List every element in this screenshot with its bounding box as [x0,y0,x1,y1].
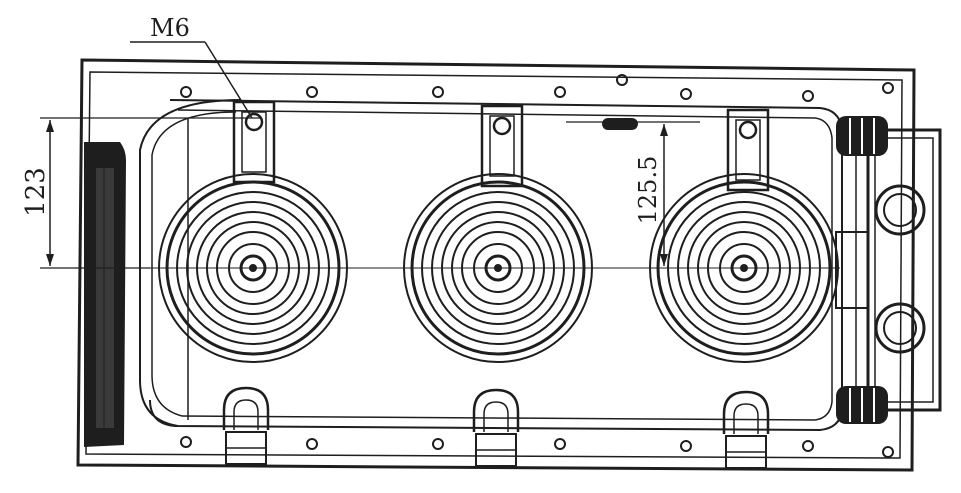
connector-post-2 [480,104,524,188]
slot-mark [602,118,638,130]
dimension-125-5: 125.5 [566,121,700,266]
bottom-lug-1 [222,386,270,465]
housing-outline [76,58,916,472]
leader-m6: M6 [130,14,253,119]
connector-post-3 [726,108,770,192]
dimension-123-label: 123 [21,167,51,217]
coil-top [836,116,888,156]
coil-bottom [836,386,888,424]
thread-label-m6: M6 [150,14,190,42]
dimension-125-5-label: 125.5 [634,156,662,225]
bottom-lug-3 [722,390,770,469]
right-terminal-block [835,116,942,424]
dimension-123: 123 [21,117,260,269]
left-terminal-strip [84,142,126,447]
mounting-holes [180,74,894,458]
bottom-lug-2 [472,388,520,467]
connector-post-1 [232,100,276,184]
